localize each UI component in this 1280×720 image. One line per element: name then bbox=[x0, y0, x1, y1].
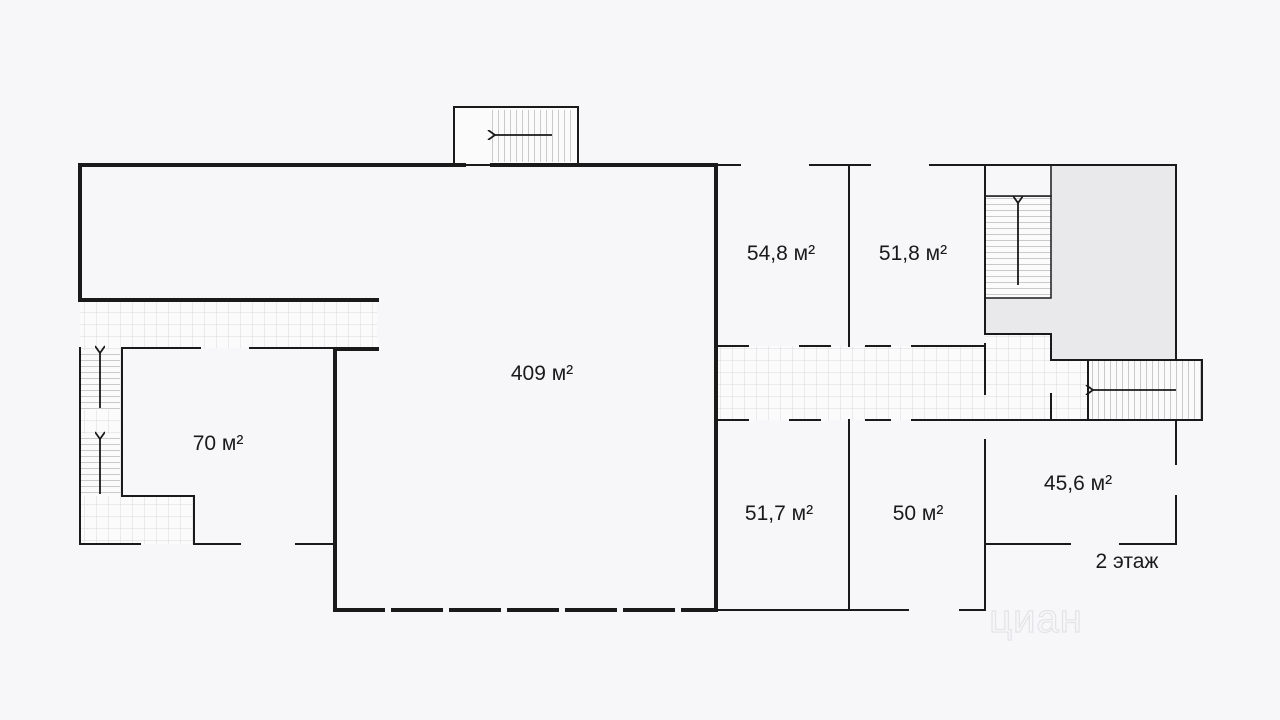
watermark-logo: циан bbox=[989, 597, 1083, 641]
room-labels: 409 м² 70 м² 54,8 м² 51,8 м² 51,7 м² 50 … bbox=[193, 242, 1112, 525]
room-area-a: 70 м² bbox=[193, 432, 244, 455]
walls bbox=[78, 163, 1203, 612]
corridor-left-upper bbox=[80, 300, 377, 348]
corridor-right-stub bbox=[985, 334, 1051, 420]
stair-left-bottom-icon bbox=[80, 434, 120, 496]
room-area-e: 50 м² bbox=[893, 502, 944, 525]
stair-left-top-icon bbox=[80, 350, 120, 410]
wall-corridor-right bbox=[715, 345, 1089, 421]
room-area-d: 51,7 м² bbox=[745, 502, 813, 525]
stair-right-bottom-icon bbox=[1088, 359, 1203, 421]
room-area-b: 54,8 м² bbox=[747, 242, 815, 265]
room-area-hall: 409 м² bbox=[511, 362, 573, 385]
wall-right-top bbox=[715, 164, 1203, 611]
wall-room-a bbox=[121, 347, 334, 545]
wall-left-block bbox=[79, 347, 336, 545]
wall-hall-top-right bbox=[490, 163, 718, 612]
wall-right-dividers bbox=[848, 164, 1089, 611]
corridor-left-lower bbox=[80, 496, 194, 544]
wall-hall-outer bbox=[78, 163, 466, 302]
stair-top-icon bbox=[453, 106, 579, 166]
floor-label: 2 этаж bbox=[1096, 550, 1159, 573]
room-area-f: 45,6 м² bbox=[1044, 472, 1112, 495]
stair-right-top-icon bbox=[984, 164, 1052, 299]
wall-hall-inner bbox=[333, 347, 379, 612]
room-area-c: 51,8 м² bbox=[879, 242, 947, 265]
